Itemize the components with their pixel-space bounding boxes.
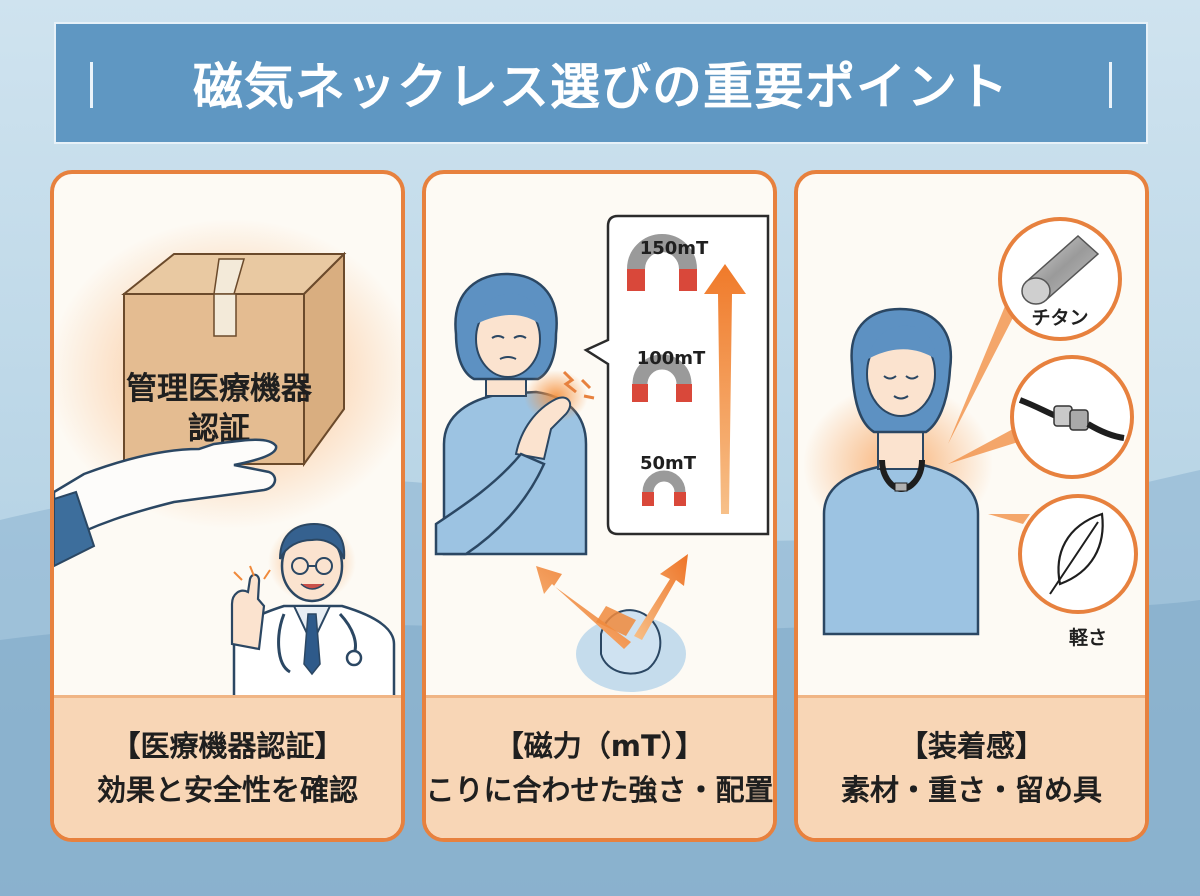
necklace-clasp-icon — [1018, 397, 1125, 441]
cardboard-box-icon — [121, 251, 347, 468]
callout-pointer — [948, 294, 1020, 444]
titanium-rod-icon — [1021, 234, 1100, 305]
caption-description: 素材・重さ・留め具 — [840, 773, 1102, 807]
callout-pointer — [948, 429, 1018, 464]
magnet-100-icon — [632, 354, 692, 402]
magnet-label-100: 100mT — [637, 348, 706, 369]
caption-heading: 【磁力（mT）】 — [494, 729, 705, 763]
caption-description: こりに合わせた強さ・配置 — [425, 773, 774, 807]
woman-neck-pain-illustration — [434, 272, 595, 556]
caption-certification: 【医療機器認証】 効果と安全性を確認 — [54, 695, 401, 838]
magnet-illustration: 150mT 100mT 50mT — [434, 214, 770, 692]
hand-icon — [54, 438, 278, 568]
caption-heading: 【装着感】 — [898, 729, 1044, 763]
magnet-50-icon — [642, 470, 686, 506]
strength-arrow-icon — [704, 264, 746, 514]
magnet-label-50: 50mT — [640, 453, 697, 474]
callout-label-lightweight: 軽さ — [1069, 627, 1107, 649]
magnet-label-150: 150mT — [640, 238, 709, 259]
callout-pointer — [988, 514, 1030, 524]
title-divider-left — [90, 62, 93, 108]
caption-heading: 【医療機器認証】 — [111, 729, 344, 763]
page-title: 磁気ネックレス選びの重要ポイント — [193, 58, 1009, 116]
comfort-illustration: チタン 軽さ — [803, 217, 1138, 649]
lightweight-callout — [1018, 494, 1138, 614]
panel-comfort: チタン 軽さ 【装着感】 素材・重さ・留め具 — [794, 170, 1149, 842]
callout-label-titanium: チタン — [1031, 307, 1088, 329]
woman-wearing-necklace-illustration — [803, 307, 993, 636]
caption-magnetic-strength: 【磁力（mT）】 こりに合わせた強さ・配置 — [426, 695, 773, 838]
title-divider-right — [1109, 62, 1112, 108]
certification-illustration: 管理医療機器 認証 — [54, 219, 401, 709]
magnet-150-icon — [627, 234, 697, 291]
titanium-callout: チタン — [998, 217, 1122, 341]
feather-icon — [1049, 512, 1104, 595]
box-label-line1: 管理医療機器 — [126, 371, 313, 407]
panel-magnetic-strength: 150mT 100mT 50mT 【磁力（mT）】 こりに合わせた強さ・配置 — [422, 170, 777, 842]
placement-arrows-icon — [536, 554, 688, 692]
doctor-illustration — [230, 522, 396, 709]
title-banner: 磁気ネックレス選びの重要ポイント — [54, 22, 1148, 144]
caption-comfort: 【装着感】 素材・重さ・留め具 — [798, 695, 1145, 838]
clasp-callout — [1010, 355, 1134, 479]
caption-description: 効果と安全性を確認 — [96, 773, 358, 807]
panel-certification: 管理医療機器 認証 【医療機器認証】 — [50, 170, 405, 842]
